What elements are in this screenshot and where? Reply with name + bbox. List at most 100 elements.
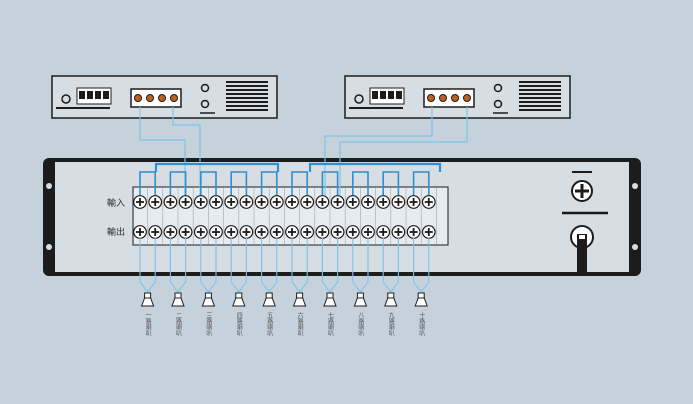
- output-terminal-screw: [133, 225, 147, 239]
- output-terminal-screw: [285, 225, 299, 239]
- bridge-jumper: [382, 171, 400, 195]
- output-terminal-screw: [224, 225, 239, 239]
- speaker-icon: [292, 292, 307, 307]
- bridge-jumper: [200, 171, 217, 195]
- zone-label: 九路喇叭: [387, 311, 394, 337]
- output-terminal-screw: [148, 225, 163, 239]
- output-terminal-screw: [163, 225, 178, 239]
- input-row-label: 輸入: [107, 197, 125, 209]
- speaker-icon: [232, 292, 246, 307]
- zone-label: 五路喇叭: [266, 312, 273, 337]
- input-terminal-screw: [345, 195, 360, 209]
- output-terminal-screw: [193, 225, 208, 239]
- output-terminal-screw: [300, 225, 315, 239]
- speaker-zones: 一路喇叭 二路喇叭 三路喇叭 四路喇叭 五路喇叭 六路喇叭 七路喇叭 八路喇叭 九路喇叭 十路喇叭: [139, 238, 430, 337]
- output-wire: [200, 238, 209, 293]
- bridge-jumper: [412, 171, 430, 195]
- input-terminal-screw: [209, 195, 223, 209]
- speaker-zone: 六路喇叭: [291, 238, 308, 337]
- output-wire: [359, 238, 369, 293]
- output-wire: [261, 238, 270, 293]
- output-terminal-screw: [345, 225, 360, 239]
- output-wire: [177, 238, 187, 293]
- bridge-jumper: [351, 171, 369, 195]
- speaker-icon: [171, 292, 185, 307]
- output-wire: [352, 238, 361, 293]
- speaker-icon: [353, 292, 368, 307]
- output-wire: [238, 238, 247, 293]
- zone-label: 十路喇叭: [418, 311, 425, 337]
- output-terminal-screw: [178, 225, 193, 239]
- input-terminal-screw: [315, 195, 330, 209]
- bridge-wires: [139, 171, 430, 195]
- speaker-icon: [140, 292, 155, 307]
- bridge-jumper: [260, 171, 278, 195]
- output-terminal-screw: [421, 225, 436, 239]
- zone-label: 二路喇叭: [175, 312, 182, 337]
- speaker-icon: [323, 292, 337, 307]
- input-terminal-screw: [269, 195, 284, 209]
- zone-label: 三路喇叭: [205, 312, 212, 337]
- output-wire: [291, 238, 301, 293]
- speaker-zone: 九路喇叭: [382, 238, 399, 337]
- input-terminal-screw: [361, 195, 375, 209]
- input-terminal-screw: [285, 195, 299, 209]
- output-wire: [299, 238, 308, 293]
- speaker-zone: 二路喇叭: [169, 238, 187, 337]
- zone-label: 六路喇叭: [296, 311, 303, 337]
- input-terminal-screw: [330, 195, 345, 209]
- output-terminal-screw: [209, 225, 223, 239]
- speaker-zone: 三路喇叭: [200, 238, 217, 337]
- zone-label: 八路喇叭: [357, 312, 364, 337]
- speaker-zone: 五路喇叭: [261, 238, 278, 337]
- input-terminal-screw: [193, 195, 208, 209]
- bridge-jumper: [321, 171, 339, 195]
- bridge-jumper: [230, 171, 248, 195]
- bridge-jumper: [139, 171, 156, 195]
- input-terminal-screw: [163, 195, 178, 209]
- bridge-jumper: [291, 171, 309, 195]
- input-terminal-screw: [224, 195, 239, 209]
- input-terminal-screw: [178, 195, 193, 209]
- speaker-zone: 七路喇叭: [321, 238, 339, 337]
- cable-entry-icon: [570, 225, 594, 276]
- output-terminal-screw: [239, 225, 254, 239]
- output-terminal-screw: [254, 225, 269, 239]
- speaker-zone: 十路喇叭: [413, 238, 430, 337]
- speaker-zone: 一路喇叭: [139, 238, 156, 337]
- input-terminal-screw: [254, 195, 269, 209]
- input-terminal-screw: [376, 195, 391, 209]
- zone-label: 七路喇叭: [327, 311, 334, 337]
- output-wire: [329, 238, 339, 293]
- output-wire: [413, 238, 422, 293]
- output-wire: [321, 238, 331, 293]
- input-terminal-screw: [133, 195, 147, 209]
- speaker-icon: [262, 292, 276, 307]
- plus-knob-icon: [562, 171, 608, 215]
- output-terminal-screw: [361, 225, 375, 239]
- input-terminal-screw: [239, 195, 254, 209]
- input-wiring: [139, 107, 468, 195]
- speaker-icon: [414, 292, 428, 307]
- zone-label: 四路喇叭: [235, 312, 242, 337]
- output-wire: [390, 238, 399, 293]
- zone-label: 一路喇叭: [144, 312, 151, 337]
- output-terminal-screw: [315, 225, 330, 239]
- input-terminal-screw: [406, 195, 421, 209]
- input-terminal-screw: [148, 195, 163, 209]
- output-terminal-screw: [391, 225, 406, 239]
- speaker-zone: 八路喇叭: [352, 238, 369, 337]
- output-wire: [382, 238, 392, 293]
- output-terminal-screw: [376, 225, 391, 239]
- bridge-jumper: [169, 171, 187, 195]
- output-wire: [169, 238, 179, 293]
- input-terminal-screw: [300, 195, 315, 209]
- input-terminal-screw: [421, 195, 436, 209]
- amplifier-right: [344, 75, 571, 119]
- output-wire: [207, 238, 217, 293]
- output-wire: [147, 238, 156, 293]
- output-terminal-screw: [406, 225, 421, 239]
- output-terminal-screw: [330, 225, 345, 239]
- input-terminal-screw: [391, 195, 406, 209]
